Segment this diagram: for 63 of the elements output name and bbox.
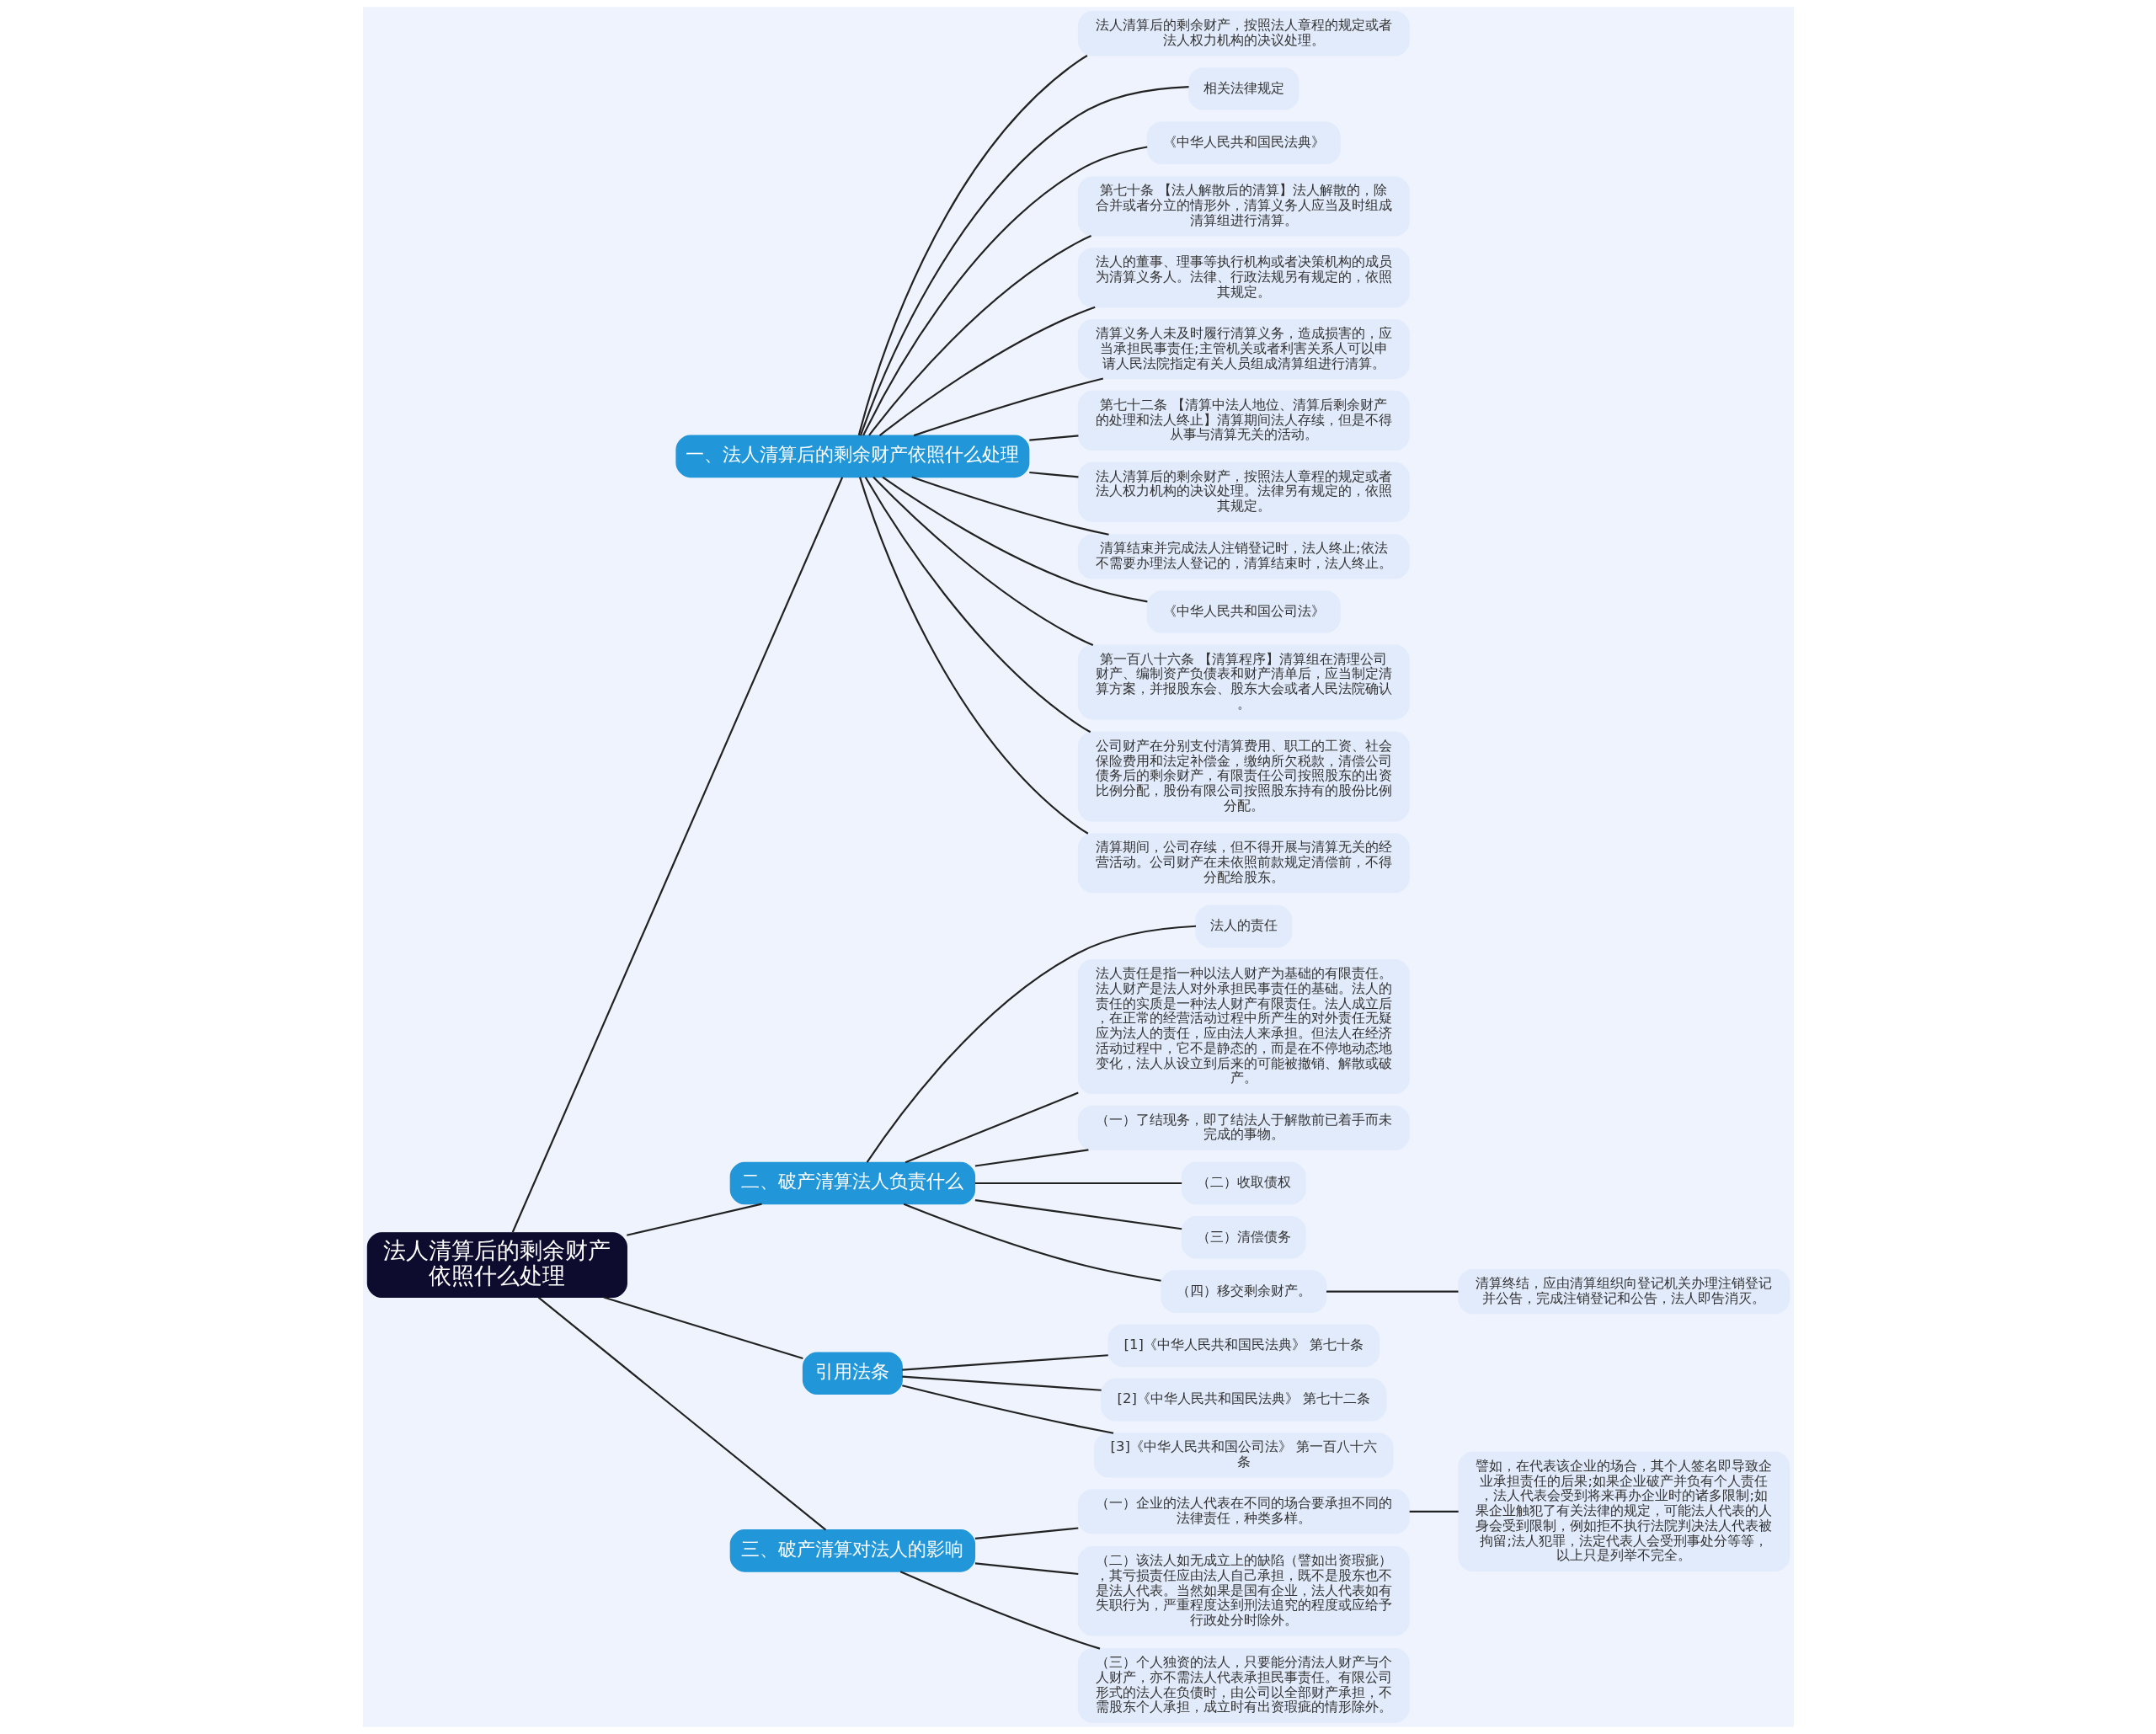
node-box: [1]《中华人民共和国民法典》 第七十条 bbox=[1107, 1324, 1380, 1368]
connector bbox=[1409, 1510, 1459, 1513]
connector bbox=[858, 477, 1088, 835]
connector bbox=[905, 1091, 1079, 1164]
connector bbox=[974, 1182, 1182, 1185]
node-box: 公司财产在分别支付清算费用、职工的工资、社会保险费用和法定补偿金，缴纳所欠税款，清偿公司债务后的剩余财产，有限责任公司按照股东的出资比例分配，股份有限公司按照股东持有的股份比例分配。 bbox=[1077, 731, 1410, 822]
connector bbox=[903, 1203, 1161, 1282]
node-box: [3]《中华人民共和国公司法》 第一百八十六条 bbox=[1093, 1433, 1394, 1478]
node-box: （三）个人独资的法人，只要能分清法人财产与个人财产，亦不需法人代表承担民事责任。有限公司形式的法人在负债时，由公司以全部财产承担，不需股东个人承担，成立时有出资瑕疵的情形除外。 bbox=[1077, 1647, 1410, 1723]
connector bbox=[974, 1527, 1078, 1539]
node-box: 第七十二条 【清算中法人地位、清算后剩余财产的处理和法人终止】清算期间法人存续，但是不得从事与清算无关的活动。 bbox=[1077, 390, 1410, 451]
connector bbox=[881, 476, 1148, 603]
node-box: （一）企业的法人代表在不同的场合要承担不同的法律责任，种类多样。 bbox=[1077, 1489, 1410, 1534]
connector bbox=[974, 1562, 1078, 1576]
node-box: 法人责任是指一种以法人财产为基础的有限责任。法人财产是法人对外承担民事责任的基础。法人的责任的实质是一种法人财产有限责任。法人成立后，在正常的经营活动过程中所产生的对外责任无疑应为法人的责任，应由法人来承担。但法人在经济活动过程中，它不是静态的，而是在不停地动态地变化，法人从设立到后来的可能被撤销、解散或破产。 bbox=[1077, 958, 1410, 1094]
connector bbox=[1326, 1290, 1459, 1293]
connector bbox=[1028, 471, 1079, 478]
connector bbox=[901, 1354, 1108, 1371]
connector bbox=[910, 476, 1109, 536]
node-box: 清算终结，应由清算组织向登记机关办理注销登记并公告，完成注销登记和公告，法人即告消灭。 bbox=[1457, 1268, 1790, 1315]
node-box: 第一百八十六条 【清算程序】清算组在清理公司财产、编制资产负债表和财产清单后，应当制定清算方案，并报股东会、股东大会或者人民法院确认。 bbox=[1077, 644, 1410, 720]
connector bbox=[511, 477, 843, 1233]
node-box: 法人清算后的剩余财产，按照法人章程的规定或者法人权力机构的决议处理。 bbox=[1077, 11, 1410, 56]
node-box: 譬如，在代表该企业的场合，其个人签名即导致企业承担责任的后果;如果企业破产并负有个人责任，法人代表会受到将来再办企业时的诸多限制;如果企业触犯了有关法律的规定，可能法人代表的人身会受到限制，例如拒不执行法院判决法人代表被拘留;法人犯罪，法定代表人会受刑事处分等等，以上只是列举不完全。 bbox=[1457, 1451, 1790, 1571]
node-box: 一、法人清算后的剩余财产依照什么处理 bbox=[675, 435, 1029, 478]
connector bbox=[913, 377, 1103, 437]
node-box: 引用法条 bbox=[802, 1352, 903, 1395]
connector bbox=[537, 1296, 826, 1531]
node-box: 第七十条 【法人解散后的清算】法人解散的，除合并或者分立的情形外，清算义务人应当及时组成清算组进行清算。 bbox=[1077, 176, 1410, 237]
connector bbox=[974, 1199, 1182, 1230]
node-box: （二）收取债权 bbox=[1181, 1161, 1306, 1205]
node-box: （三）清偿债务 bbox=[1181, 1216, 1306, 1259]
node-box: 《中华人民共和国民法典》 bbox=[1146, 121, 1341, 165]
node-box: 二、破产清算法人负责什么 bbox=[729, 1161, 975, 1205]
node-box: （二）该法人如无成立上的缺陷（譬如出资瑕疵），其亏损责任应由法人自己承担，既不是股东也不是法人代表。当然如果是国有企业，法人代表如有失职行为，严重程度达到刑法追究的程度或应给予行政处分时除外。 bbox=[1077, 1545, 1410, 1636]
node-box: 清算期间，公司存续，但不得开展与清算无关的经营活动。公司财产在未依照前款规定清偿前，不得分配给股东。 bbox=[1077, 833, 1410, 894]
node-box: 法人清算后的剩余财产依照什么处理 bbox=[366, 1232, 627, 1299]
node-box: 三、破产清算对法人的影响 bbox=[729, 1529, 975, 1572]
node-box: [2]《中华人民共和国民法典》 第七十二条 bbox=[1100, 1378, 1386, 1422]
node-box: 法人清算后的剩余财产，按照法人章程的规定或者法人权力机构的决议处理。法律另有规定的，依照其规定。 bbox=[1077, 462, 1410, 522]
node-box: （四）移交剩余财产。 bbox=[1160, 1270, 1326, 1313]
connector bbox=[857, 55, 1087, 436]
node-box: 相关法律规定 bbox=[1187, 67, 1299, 110]
node-box: （一）了结现务，即了结法人于解散前已着手而未完成的事物。 bbox=[1077, 1105, 1410, 1150]
connector bbox=[901, 1385, 1113, 1434]
connector bbox=[867, 235, 1091, 436]
connector bbox=[1028, 435, 1079, 441]
node-box: 法人的责任 bbox=[1194, 904, 1292, 948]
node-box: 清算义务人未及时履行清算义务，造成损害的，应当承担民事责任;主管机关或者利害关系人可以申请人民法院指定有关人员组成清算组进行清算。 bbox=[1077, 319, 1410, 380]
connector bbox=[872, 476, 1093, 647]
node-box: 《中华人民共和国公司法》 bbox=[1146, 590, 1341, 633]
connector bbox=[603, 1296, 803, 1360]
connector bbox=[974, 1149, 1089, 1167]
connector bbox=[862, 146, 1147, 436]
node-box: 清算结束并完成法人注销登记时，法人终止;依法不需要办理法人登记的，清算结束时，法人终止。 bbox=[1077, 534, 1410, 579]
connector bbox=[901, 1375, 1102, 1391]
connector bbox=[866, 925, 1196, 1163]
connector bbox=[859, 85, 1189, 436]
connector bbox=[878, 306, 1096, 436]
connector bbox=[864, 477, 1091, 734]
connector bbox=[899, 1571, 1100, 1650]
node-box: 法人的董事、理事等执行机构或者决策机构的成员为清算义务人。法律、行政法规另有规定的，依照其规定。 bbox=[1077, 248, 1410, 308]
connector bbox=[626, 1203, 762, 1236]
